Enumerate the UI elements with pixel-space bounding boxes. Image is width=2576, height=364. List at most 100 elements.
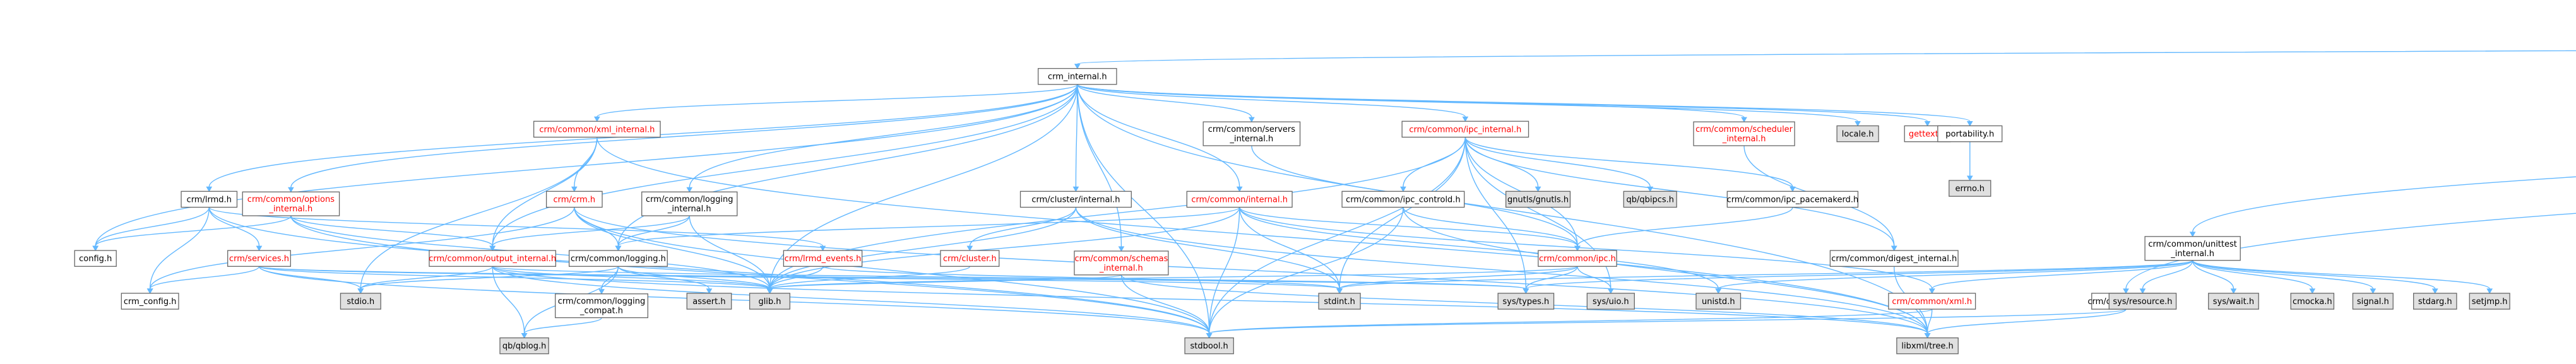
node-scheduler_internal[interactable]: crm/common/scheduler_internal.h xyxy=(1693,121,1795,146)
node-label: cmocka.h xyxy=(2293,297,2332,307)
edge-unittest_internal-to-stdarg xyxy=(2192,260,2438,294)
node-assert: assert.h xyxy=(686,293,732,310)
node-label: crm/common/ipc.h xyxy=(1539,254,1616,264)
node-label: sys/resource.h xyxy=(2113,297,2172,307)
node-label: _internal.h xyxy=(1099,264,1143,273)
node-label: crm/common/ipc_controld.h xyxy=(1346,195,1461,204)
node-label: crm/common/xml_internal.h xyxy=(539,125,655,134)
node-label: crm/common/digest_internal.h xyxy=(1831,254,1957,264)
node-stdint: stdint.h xyxy=(1318,293,1361,310)
node-label: _internal.h xyxy=(2170,249,2214,259)
node-label: stdio.h xyxy=(347,297,374,307)
node-label: qb/qblog.h xyxy=(502,342,547,351)
node-sysresource: sys/resource.h xyxy=(2108,293,2177,310)
node-logging_internal[interactable]: crm/common/logging_internal.h xyxy=(641,191,738,216)
node-label: crm/crm.h xyxy=(554,195,596,204)
node-label: crm/common/unittest xyxy=(2148,240,2236,249)
edge-unittest_internal-to-sysresource xyxy=(2139,260,2193,294)
node-label: libxml/tree.h xyxy=(1901,342,1953,351)
node-crm_crm[interactable]: crm/crm.h xyxy=(545,191,603,208)
node-config[interactable]: config.h xyxy=(74,250,117,267)
edge-unittest_internal-to-syswait xyxy=(2192,260,2237,294)
node-unittest_internal[interactable]: crm/common/unittest_internal.h xyxy=(2144,236,2241,261)
edge-crm_internal-to-servers_internal xyxy=(1077,84,1255,123)
edge-crm_internal-to-common_internal xyxy=(1077,84,1243,192)
node-common_internal[interactable]: crm/common/internal.h xyxy=(1186,191,1293,208)
node-logging_compat[interactable]: crm/common/logging_compat.h xyxy=(555,293,649,319)
node-schemas_internal[interactable]: crm/common/schemas_internal.h xyxy=(1074,250,1169,276)
node-label: glib.h xyxy=(758,297,781,307)
node-label: crm/common/logging xyxy=(558,297,645,307)
node-label: crm_config.h xyxy=(124,297,177,307)
node-ipc[interactable]: crm/common/ipc.h xyxy=(1538,250,1617,267)
edge-crm_internal-to-xml_internal xyxy=(593,84,1078,122)
node-crm_lrmd[interactable]: crm/lrmd.h xyxy=(181,191,238,208)
node-syswait: sys/wait.h xyxy=(2208,293,2259,310)
edge-crm_lrmd-to-config xyxy=(92,207,210,252)
node-lrmd_events[interactable]: crm/lrmd_events.h xyxy=(783,250,863,267)
node-cluster_internal[interactable]: crm/cluster/internal.h xyxy=(1019,191,1132,208)
edge-crm_internal-to-scheduler_internal xyxy=(1077,84,1747,123)
node-crm_services[interactable]: crm/services.h xyxy=(227,250,291,267)
edge-cluster_internal-to-crm_cluster xyxy=(966,207,1077,252)
edge-crm_services-to-crm_config xyxy=(146,266,260,294)
edge-logging_internal-to-output_internal xyxy=(489,215,690,252)
edge-crm_internal-to-schemas_internal xyxy=(1077,84,1125,252)
node-label: _internal.h xyxy=(1722,134,1766,144)
node-systypes: sys/types.h xyxy=(1497,293,1555,310)
node-label: crm/services.h xyxy=(229,254,289,264)
node-label: stdbool.h xyxy=(1190,342,1228,351)
node-portability[interactable]: portability.h xyxy=(1937,125,2003,143)
node-label: crm/cluster/internal.h xyxy=(1031,195,1120,204)
node-qbipcs: qb/qbipcs.h xyxy=(1623,191,1677,208)
node-crm_internal[interactable]: crm_internal.h xyxy=(1038,68,1117,85)
node-ipc_controld[interactable]: crm/common/ipc_controld.h xyxy=(1341,191,1465,208)
node-locale: locale.h xyxy=(1836,125,1879,143)
edge-crm_lrmd-to-crm_services xyxy=(208,207,263,252)
edge-unittest_internal-to-setjmp xyxy=(2192,260,2493,294)
edge-logging-to-stdio xyxy=(357,266,619,294)
node-label: stdint.h xyxy=(1324,297,1355,307)
node-label: _internal.h xyxy=(1230,134,1274,144)
edge-common_internal-to-logging xyxy=(615,206,1240,252)
node-stdbool: stdbool.h xyxy=(1184,337,1234,355)
edge-unittest_internal-to-cmocka xyxy=(2192,260,2316,294)
edge-portability-to-errno xyxy=(1966,141,1973,182)
node-stdio: stdio.h xyxy=(340,293,381,310)
edge-crm_lrmd-to-stdbool xyxy=(208,207,1213,339)
node-label: gnutls/gnutls.h xyxy=(1507,195,1569,204)
node-label: sys/wait.h xyxy=(2213,297,2254,307)
node-options_internal[interactable]: crm/common/options_internal.h xyxy=(242,191,340,216)
edge-common_internal-to-ipc xyxy=(1238,207,1581,252)
node-common_xml[interactable]: crm/common/xml.h xyxy=(1888,293,1976,310)
node-label: gettext.h xyxy=(1909,130,1946,139)
node-label: unistd.h xyxy=(1702,297,1735,307)
edge-root-to-crm_internal xyxy=(1074,50,2576,69)
edge-ipc_pacemakerd-to-ipc xyxy=(1574,207,1793,252)
node-output_internal[interactable]: crm/common/output_internal.h xyxy=(429,250,556,267)
node-ipc_internal[interactable]: crm/common/ipc_internal.h xyxy=(1401,120,1529,138)
node-ipc_pacemakerd[interactable]: crm/common/ipc_pacemakerd.h xyxy=(1727,191,1859,208)
node-digest_internal[interactable]: crm/common/digest_internal.h xyxy=(1829,250,1959,267)
node-label: crm/common/ipc_internal.h xyxy=(1409,125,1521,134)
edge-crm_internal-to-cluster_internal xyxy=(1072,84,1079,192)
node-stdarg: stdarg.h xyxy=(2413,293,2457,310)
node-label: crm/cluster.h xyxy=(943,254,997,264)
edge-crm_internal-to-crm_lrmd xyxy=(206,84,1078,192)
node-label: sys/types.h xyxy=(1502,297,1549,307)
node-logging[interactable]: crm/common/logging.h xyxy=(568,250,668,267)
node-label: assert.h xyxy=(692,297,725,307)
node-label: locale.h xyxy=(1842,130,1874,139)
node-label: crm/common/xml.h xyxy=(1892,297,1972,307)
edge-common_xml-to-stdbool xyxy=(1206,308,1933,339)
node-label: crm/common/options xyxy=(247,195,335,204)
node-crm_cluster[interactable]: crm/cluster.h xyxy=(940,250,1000,267)
node-servers_internal[interactable]: crm/common/servers_internal.h xyxy=(1202,121,1301,146)
edge-ipc_internal-to-stdint xyxy=(1336,137,1466,294)
edge-ipc_internal-to-sysuio xyxy=(1464,137,1614,294)
node-unistd: unistd.h xyxy=(1695,293,1742,310)
edge-output_internal-to-glib xyxy=(492,266,773,294)
node-crm_config[interactable]: crm_config.h xyxy=(121,293,179,310)
node-xml_internal[interactable]: crm/common/xml_internal.h xyxy=(533,120,661,138)
